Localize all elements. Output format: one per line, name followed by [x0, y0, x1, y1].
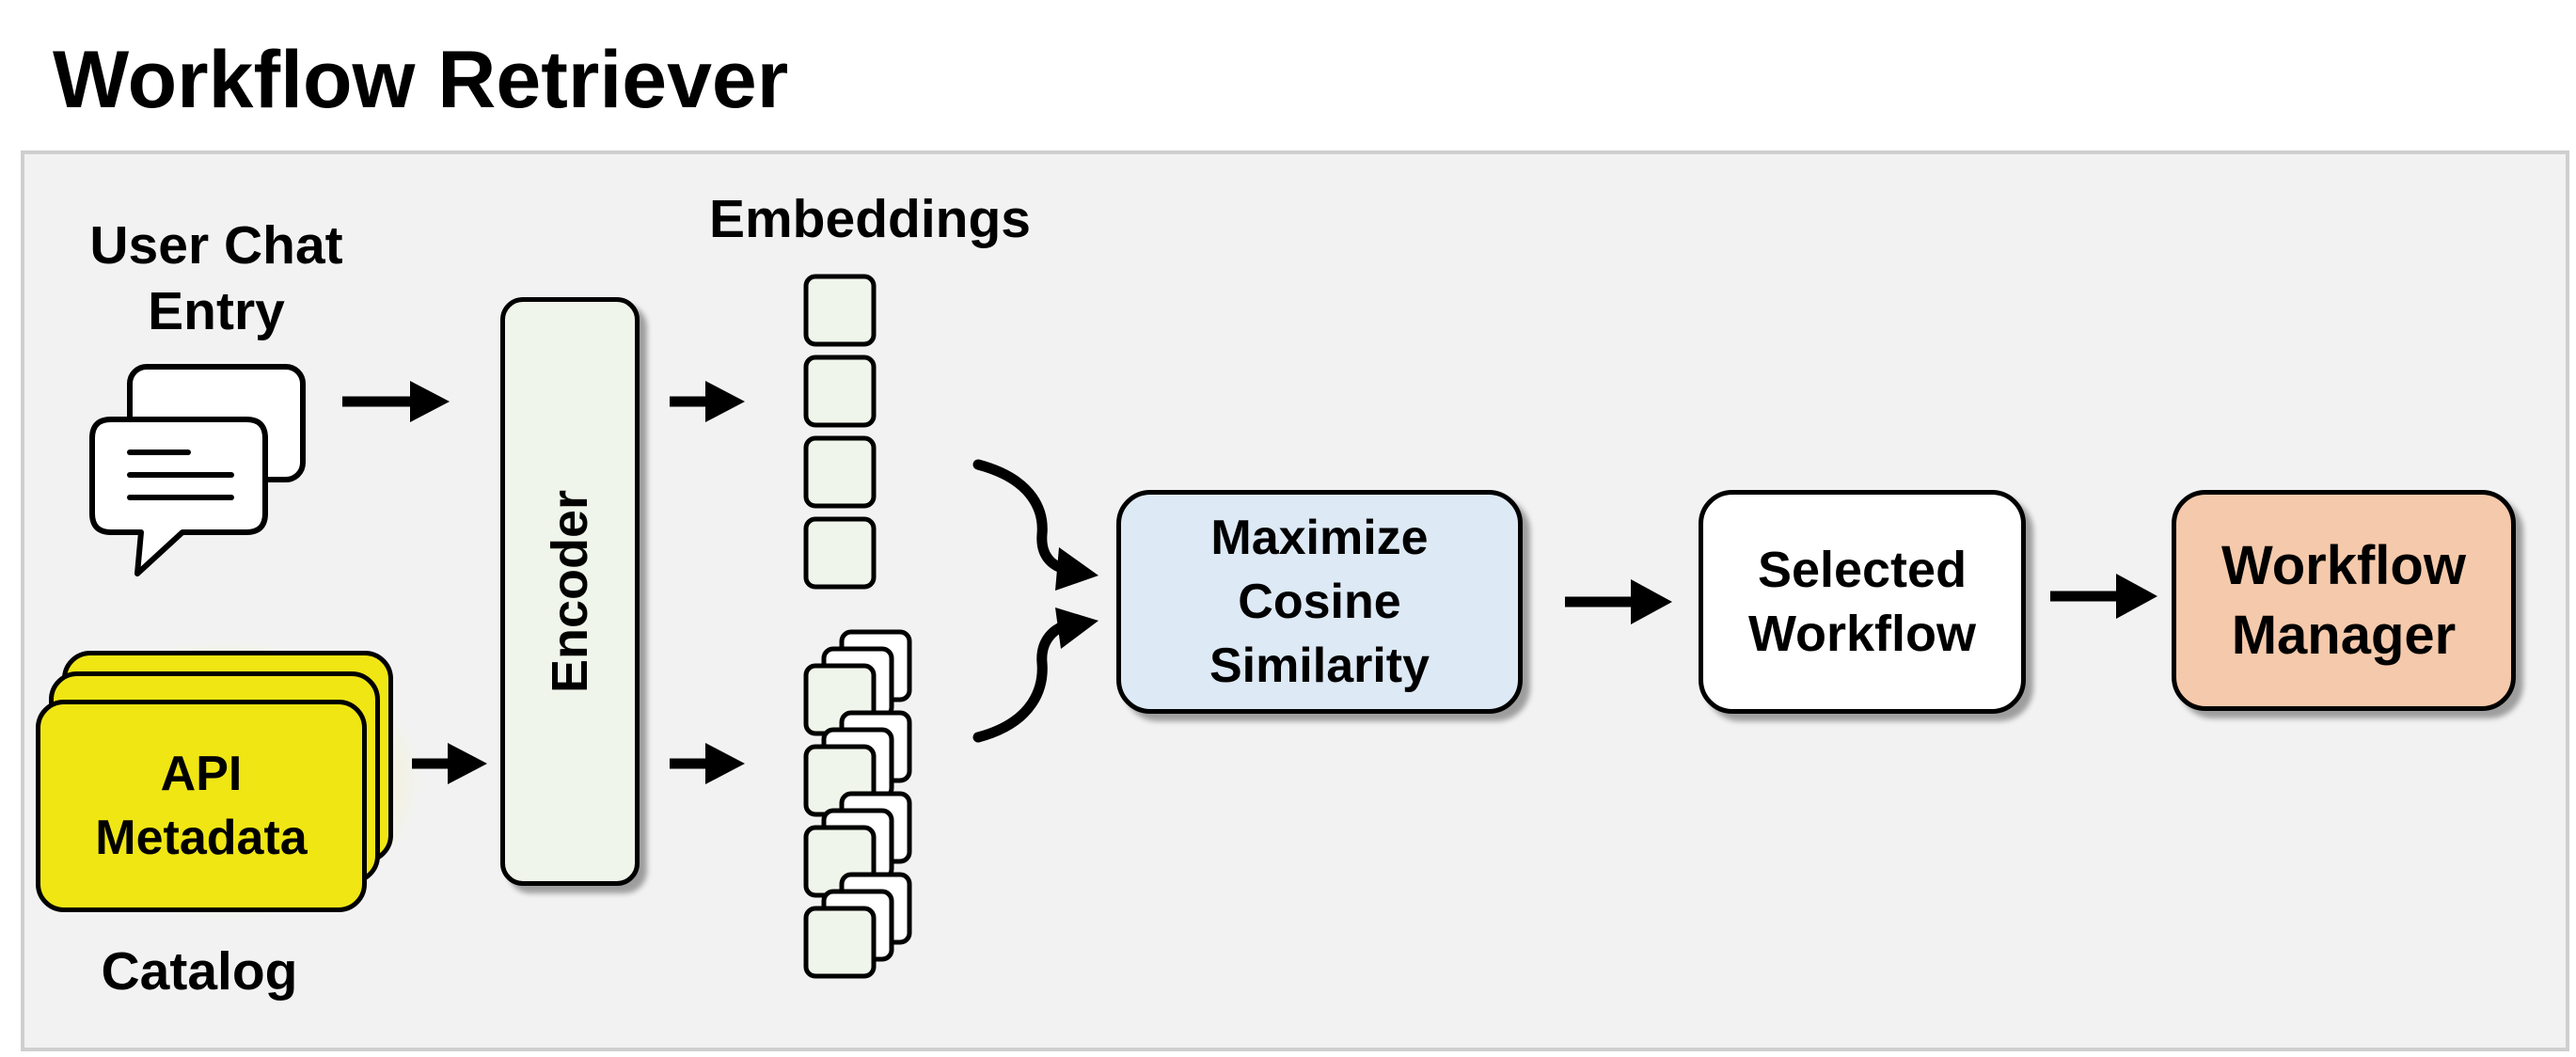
encoder-block: Encoder [500, 297, 640, 886]
cosine-similarity-label: Maximize Cosine Similarity [1209, 511, 1430, 693]
selected-workflow-label: Selected Workflow [1748, 542, 1976, 662]
merge-arrows [972, 459, 1098, 743]
catalog-label: Catalog [101, 941, 298, 1002]
api-metadata-label: API Metadata [95, 747, 308, 865]
chat-embedding-vector [803, 274, 877, 590]
chat-input-label: User Chat Entry [89, 215, 343, 341]
embeddings-label: Embeddings [708, 189, 1032, 249]
workflow-manager-label: Workflow Manager [2221, 534, 2466, 666]
workflow-manager-box: Workflow Manager [2172, 490, 2516, 711]
selected-workflow-box: Selected Workflow [1699, 490, 2026, 714]
catalog-embedding-vectors [803, 629, 912, 979]
flow-arrows [342, 381, 2157, 784]
cosine-similarity-box: Maximize Cosine Similarity [1116, 490, 1523, 714]
diagram-title: Workflow Retriever [53, 35, 789, 125]
api-card-front: API Metadata [36, 700, 367, 912]
